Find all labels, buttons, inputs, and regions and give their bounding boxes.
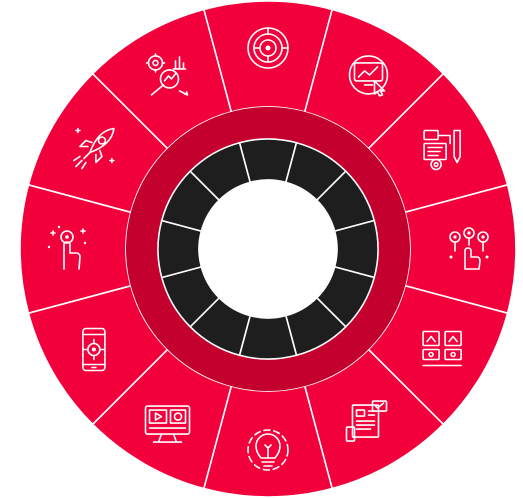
segment-icons <box>47 27 489 471</box>
analytics-monitor-cursor-icon <box>348 55 389 97</box>
middle-ring <box>126 107 410 391</box>
rocket-launch-icon <box>73 127 115 170</box>
website-wireframe-icon <box>345 400 388 442</box>
lightbulb-gear-icon <box>247 429 289 471</box>
outer-ring <box>19 0 517 498</box>
maze-target-icon <box>247 27 289 69</box>
center-hub <box>199 180 337 318</box>
gears-magnifier-chart-icon <box>145 53 189 96</box>
monitor-media-player-icon <box>144 405 191 443</box>
dashboard-layout-icon <box>422 330 462 367</box>
workflow-document-gear-icon <box>423 129 461 171</box>
team-network-hand-icon <box>449 227 489 270</box>
mobile-target-icon <box>82 327 106 372</box>
touch-click-icon <box>47 225 87 270</box>
